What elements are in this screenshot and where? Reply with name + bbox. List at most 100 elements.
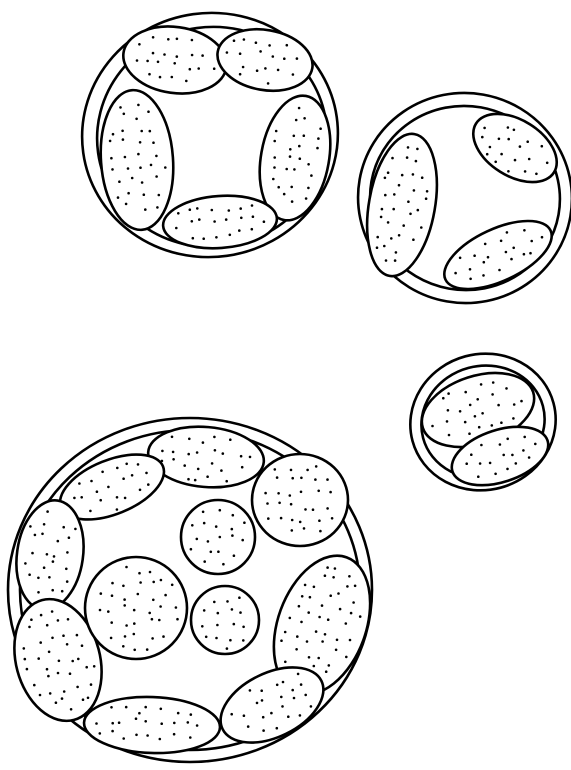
stipple-dot (78, 482, 81, 485)
stipple-dot (191, 220, 194, 223)
lobe (146, 422, 267, 492)
stipple-dot (316, 147, 319, 150)
stipple-dot (541, 236, 544, 239)
stipple-dot (534, 443, 537, 446)
stipple-dot (282, 681, 285, 684)
stipple-dot (220, 469, 223, 472)
stipple-dot (336, 639, 339, 642)
stipple-dot (213, 436, 216, 439)
stipple-dot (506, 231, 509, 234)
stipple-dot (122, 477, 125, 480)
stipple-dot (225, 480, 228, 483)
stipple-dot (135, 734, 138, 737)
stipple-dot (252, 215, 255, 218)
stipple-dot (51, 589, 54, 592)
stipple-dot (506, 468, 509, 471)
stipple-dot (297, 673, 300, 676)
stipple-dot (139, 141, 142, 144)
stipple-dot (87, 697, 90, 700)
stipple-dot (277, 69, 280, 72)
stipple-dot (81, 644, 84, 647)
stipple-dot (470, 453, 473, 456)
stipple-dot (385, 259, 388, 262)
stipple-dot (352, 601, 355, 604)
stipple-dot (31, 552, 34, 555)
stipple-dot (242, 626, 245, 629)
stipple-dot (513, 403, 516, 406)
stipple-dot (61, 697, 64, 700)
stipple-dot (313, 665, 316, 668)
stipple-dot (131, 177, 134, 180)
stipple-dot (73, 497, 76, 500)
stipple-dot (272, 55, 275, 58)
stipple-dot (315, 465, 318, 468)
stipple-dot (276, 684, 279, 687)
stipple-dot (190, 548, 193, 551)
stipple-dot (48, 651, 51, 654)
stipple-dot (148, 73, 151, 76)
stipple-dot (239, 73, 242, 76)
stipple-dot (138, 712, 141, 715)
stipple-dot (446, 420, 449, 423)
stipple-dot (90, 683, 93, 686)
stipple-dot (202, 511, 205, 514)
stipple-dot (300, 491, 303, 494)
stipple-dot (505, 251, 508, 254)
stipple-dot (283, 57, 286, 60)
stipple-dot (417, 209, 420, 212)
stipple-dot (187, 721, 190, 724)
stipple-dot (171, 584, 174, 587)
stipple-dot (293, 697, 296, 700)
stipple-dot (339, 608, 342, 611)
stipple-dot (305, 197, 308, 200)
stipple-dot (381, 208, 384, 211)
stipple-dot (262, 716, 265, 719)
stipple-dot (447, 392, 450, 395)
stipple-dot (480, 383, 483, 386)
stipple-dot (225, 218, 228, 221)
stipple-dot (111, 722, 114, 725)
stipple-dot (116, 467, 119, 470)
lobe (461, 100, 569, 196)
stipple-dot (481, 136, 484, 139)
stipple-dot (26, 668, 29, 671)
stipple-dot (30, 618, 33, 621)
stipple-dot (412, 238, 415, 241)
stipple-dot (215, 236, 218, 239)
stipple-dot (313, 586, 316, 589)
central-lobe (85, 557, 187, 659)
stipple-dot (147, 483, 150, 486)
stipple-dot (239, 611, 242, 614)
stipple-dot (213, 220, 216, 223)
stipple-dot (317, 490, 320, 493)
stipple-dot (191, 39, 194, 42)
stipple-dot (202, 441, 205, 444)
stipple-dot (148, 612, 151, 615)
stipple-dot (77, 658, 80, 661)
stipple-dot (376, 246, 379, 249)
stipple-dot (280, 639, 283, 642)
stipple-dot (309, 596, 312, 599)
stipple-dot (442, 397, 445, 400)
stipple-dot (474, 415, 477, 418)
stipple-dot (152, 141, 155, 144)
stipple-dot (53, 555, 56, 558)
stipple-dot (215, 525, 218, 528)
stipple-dot (307, 163, 310, 166)
stipple-dot (331, 517, 334, 520)
stipple-dot (118, 180, 121, 183)
stipple-dot (58, 660, 61, 663)
stipple-dot (243, 714, 246, 717)
stipple-dot (431, 425, 434, 428)
stipple-dot (326, 478, 329, 481)
stipple-dot (469, 278, 472, 281)
stipple-dot (497, 404, 500, 407)
stipple-dot (123, 604, 126, 607)
stipple-dot (243, 38, 246, 41)
stipple-dot (176, 55, 179, 58)
stipple-dot (394, 259, 397, 262)
stipple-dot (275, 130, 278, 133)
stipple-dot (270, 712, 273, 715)
stipple-dot (319, 127, 322, 130)
